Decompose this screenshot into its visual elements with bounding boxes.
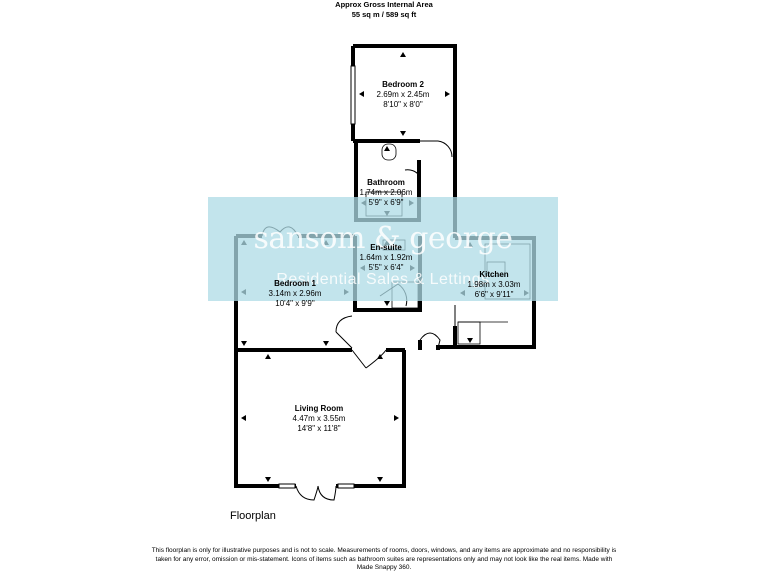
door-bedroom2 (420, 140, 453, 158)
plan-title: Floorplan (230, 510, 276, 522)
door-bathroom (404, 160, 420, 177)
toilet-bathroom (381, 143, 397, 161)
room-metric: 3.14m x 2.96m (268, 289, 322, 298)
arrow-b1-bottom1 (241, 341, 247, 346)
room-metric: 1.98m x 3.03m (467, 280, 521, 289)
window-living-left (278, 483, 296, 489)
room-imperial: 10'4" x 9'9" (275, 299, 315, 308)
room-name: Bedroom 1 (274, 279, 316, 288)
wall-bedroom2 (353, 44, 457, 158)
room-imperial: 6'6" x 9'11" (474, 290, 514, 299)
room-name: Bathroom (367, 178, 405, 187)
door-bedroom1-hall (335, 315, 353, 349)
room-metric: 2.69m x 2.45m (376, 90, 430, 99)
arrow-lr-bottom1 (265, 477, 271, 482)
doors (261, 140, 456, 501)
arrow-b1-bottom2 (323, 341, 329, 346)
room-kitchen: Kitchen 1.98m x 3.03m 6'6" x 9'11" (468, 270, 521, 300)
room-name: En-suite (370, 243, 402, 252)
room-bathroom: Bathroom 1.74m x 2.06m 5'9" x 6'9" (360, 178, 413, 208)
windows (278, 65, 356, 489)
arrow-lr-right (394, 415, 399, 421)
arrow-ens-bottom (384, 301, 390, 306)
arrow-lr-top1 (265, 354, 271, 359)
door-kitchen (419, 332, 441, 349)
room-name: Bedroom 2 (382, 80, 424, 89)
room-imperial: 5'5" x 6'4" (368, 263, 404, 272)
room-bedroom1: Bedroom 1 3.14m x 2.96m 10'4" x 9'9" (269, 279, 322, 309)
room-imperial: 5'9" x 6'9" (368, 198, 404, 207)
room-ensuite: En-suite 1.64m x 1.92m 5'5" x 6'4" (360, 243, 413, 273)
room-name: Kitchen (479, 270, 509, 279)
room-bedroom2: Bedroom 2 2.69m x 2.45m 8'10" x 8'0" (377, 80, 430, 110)
window-bedroom2 (350, 65, 356, 125)
arrow-lr-top2 (377, 354, 383, 359)
room-name: Living Room (294, 404, 344, 413)
room-imperial: 14'8" x 11'8" (297, 424, 341, 433)
watermark-logo: sansom & george (253, 221, 513, 256)
arrow-lr-bottom2 (377, 477, 383, 482)
header: Approx Gross Internal Area 55 sq m / 589… (0, 0, 768, 20)
arrow-bath-top (384, 146, 390, 151)
room-metric: 1.64m x 1.92m (359, 253, 413, 262)
arrow-b2-top (400, 52, 406, 57)
wall-hall-lower (436, 345, 455, 350)
arrow-b2-bottom (400, 131, 406, 136)
room-imperial: 8'10" x 8'0" (383, 100, 423, 109)
room-living: Living Room 4.47m x 3.55m 14'8" x 11'8" (293, 404, 346, 434)
watermark-tagline: Residential Sales & Lettings (276, 271, 490, 288)
arrow-b2-left (359, 91, 364, 97)
wall-living (234, 348, 352, 488)
room-metric: 4.47m x 3.55m (292, 414, 346, 423)
watermark-band: sansom & george Residential Sales & Lett… (208, 197, 558, 301)
room-metric: 1.74m x 2.06m (359, 188, 413, 197)
door-living-french (295, 485, 337, 501)
header-title: Approx Gross Internal Area (335, 0, 433, 9)
arrow-b2-right (445, 91, 450, 97)
arrow-kit-bottom (467, 338, 473, 343)
disclaimer: This floorplan is only for illustrative … (151, 547, 617, 571)
header-area: 55 sq m / 589 sq ft (351, 10, 417, 19)
arrow-lr-left (241, 415, 246, 421)
wall-living-bottom-right (336, 350, 406, 488)
window-living-right (337, 483, 355, 489)
